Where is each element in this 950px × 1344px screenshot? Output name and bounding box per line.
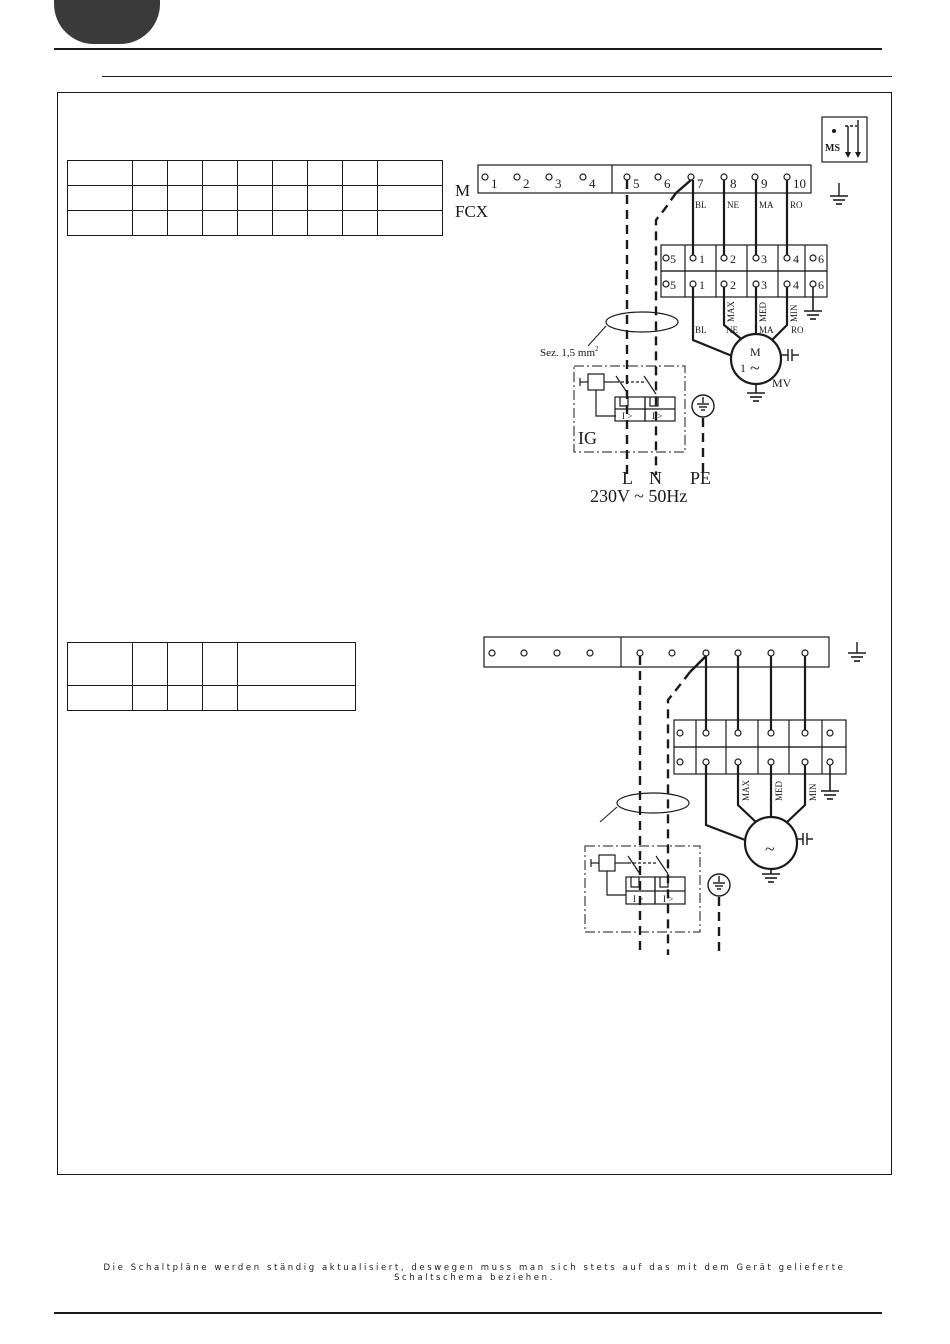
svg-text:I >: I >: [652, 411, 662, 421]
motor-label: MV: [772, 376, 792, 390]
ms-switch-icon: MS: [821, 116, 868, 163]
wire-code-bl: BL: [695, 200, 707, 210]
motor-tilde: ~: [750, 358, 760, 378]
speed-labels-1: MAX MED MIN: [726, 300, 799, 322]
terminal-numbers-top: 1 2 3 4 5 6 7 8 9 10: [481, 173, 806, 191]
block-top-1: 1: [699, 252, 705, 266]
terminal-6-label: 6: [664, 176, 671, 191]
terminal-block: [660, 244, 828, 298]
terminal-strip-fcx: [477, 164, 812, 194]
table-row: [67, 210, 443, 236]
diagram-frame: [57, 92, 892, 1175]
wire-code-ma: MA: [759, 200, 774, 210]
earth-icon-2: [847, 642, 867, 662]
block-bottom-1: 1: [699, 278, 705, 292]
block-top-3: 3: [761, 252, 767, 266]
motor-phase: 1: [740, 361, 746, 375]
model-label-m: M: [455, 181, 470, 200]
pe-earth-icon: [691, 394, 715, 418]
block-bottom-6: 6: [818, 278, 824, 292]
pe-earth-icon-2: [707, 873, 731, 897]
speed-max-label: MAX: [726, 300, 736, 322]
block-top-2: 2: [730, 252, 736, 266]
terminal-block-labels: 5 1 2 3 4 6 5 1 2 3 4 6: [662, 252, 824, 292]
table-row: [67, 685, 356, 711]
cable-section-label: Sez. 1,5 mm2: [540, 345, 599, 359]
motor-icon: M 1 ~: [729, 332, 799, 402]
ms-label: MS: [825, 143, 840, 154]
switch-label: IG: [578, 428, 597, 448]
terminal-3-label: 3: [555, 176, 562, 191]
terminal-strip-2: [483, 636, 830, 668]
block-bottom-2: 2: [730, 278, 736, 292]
terminal-2-label: 2: [523, 176, 530, 191]
wire-codes-motor: BL NE MA RO: [695, 325, 804, 335]
motor-wire-ma: MA: [759, 325, 774, 335]
svg-text:I >: I >: [663, 894, 673, 904]
block-earth-icon: [803, 287, 823, 320]
table-row: [67, 160, 443, 186]
wire-codes-top: BL NE MA RO: [695, 200, 803, 210]
supply-voltage: 230V ~ 50Hz: [590, 486, 687, 506]
block-earth-icon-2: [820, 765, 840, 800]
wire-code-ne: NE: [727, 200, 739, 210]
table-wiring-2: [67, 642, 356, 711]
terminals-strip-2: [488, 649, 809, 657]
block-bottom-5: 5: [670, 278, 676, 292]
header-rule: [54, 48, 882, 50]
table-wiring-1: [67, 160, 443, 236]
model-label-fcx: FCX: [455, 202, 488, 221]
supply-dashed-wires: [625, 180, 705, 475]
block-top-5: 5: [670, 252, 676, 266]
motor-wires-bottom: [691, 287, 789, 360]
cable-bundle-icon: [605, 311, 679, 333]
motor-m: M: [750, 345, 761, 359]
terminal-8-label: 8: [730, 176, 737, 191]
speed-max-label-2: MAX: [741, 779, 751, 801]
supply-l: L: [622, 468, 633, 488]
terminal-block-2: [673, 719, 847, 775]
speed-labels-2: MAX MED MIN: [741, 779, 818, 801]
diagram-2: MAX MED MIN ~: [483, 636, 867, 955]
svg-text:I >: I >: [622, 411, 632, 421]
svg-text:I >: I >: [633, 894, 643, 904]
subheader-rule: [102, 76, 892, 77]
motor-tilde-2: ~: [765, 839, 775, 859]
motor-wires-top: [691, 180, 789, 258]
earth-icon: [829, 183, 849, 205]
speed-min-label-2: MIN: [808, 783, 818, 801]
header-tab-marker: [54, 0, 160, 44]
motor-icon-2: ~: [743, 815, 813, 883]
block-top-4: 4: [793, 252, 799, 266]
motor-wire-ne: NE: [726, 325, 738, 335]
terminal-9-label: 9: [761, 176, 768, 191]
supply-n: N: [649, 468, 662, 488]
diagram-1: MS M FCX 1 2 3 4 5 6 7 8 9 10 BL NE MA: [455, 116, 868, 506]
supply-pe: PE: [690, 468, 711, 488]
supply-dashed-wires-2: [638, 656, 721, 955]
speed-min-label: MIN: [789, 304, 799, 322]
terminal-7-label: 7: [697, 176, 704, 191]
terminal-5-label: 5: [633, 176, 640, 191]
table-row: [67, 642, 356, 686]
wire-code-ro: RO: [790, 200, 803, 210]
terminal-4-label: 4: [589, 176, 596, 191]
main-switch-ig: I > I >: [573, 365, 686, 453]
block-bottom-4: 4: [793, 278, 799, 292]
cable-bundle-icon-2: [616, 792, 690, 814]
footer-rule: [54, 1312, 882, 1314]
footer-note: Die Schaltpläne werden ständig aktualisi…: [103, 1263, 846, 1283]
terminal-10-label: 10: [793, 176, 806, 191]
block-top-6: 6: [818, 252, 824, 266]
main-switch-2: I > I >: [584, 845, 701, 933]
terminal-1-label: 1: [491, 176, 498, 191]
motor-wires-bottom-2: [704, 765, 807, 845]
block-bottom-3: 3: [761, 278, 767, 292]
speed-med-label-2: MED: [774, 781, 784, 802]
supply-labels: L N PE: [622, 468, 711, 488]
speed-med-label: MED: [758, 302, 768, 323]
motor-wire-ro: RO: [791, 325, 804, 335]
motor-wire-bl: BL: [695, 325, 707, 335]
